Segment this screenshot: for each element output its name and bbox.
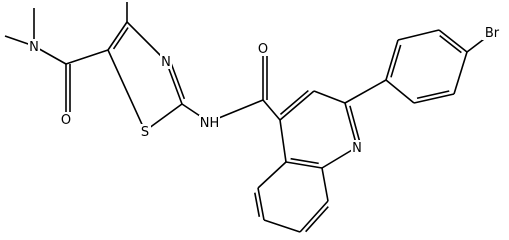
atom-label-nh-amide: NH xyxy=(200,116,220,131)
bond-q4a-q4 xyxy=(279,119,287,163)
atom-label-n-thiazole: N xyxy=(161,55,171,70)
atom-o-right-amide: O xyxy=(257,41,269,57)
bond-q4-q3 xyxy=(279,90,315,121)
atom-n-thiazole: N xyxy=(160,54,172,70)
atom-label-n-quinoline: N xyxy=(352,141,362,156)
bond-carbonyl-left-c5 xyxy=(65,49,109,65)
bond-p4-p5 xyxy=(453,51,468,95)
bond-b7-b8-second xyxy=(305,206,329,233)
bond-b6-b7 xyxy=(263,219,301,233)
atom-s-thiazole: S xyxy=(139,124,151,140)
bond-q8a-q4a xyxy=(285,161,323,169)
bond-p3-p4 xyxy=(438,29,468,53)
bond-q2-nq-second xyxy=(349,105,361,143)
bond-q2-nq xyxy=(344,102,358,148)
atom-n-dimethylamide: N xyxy=(28,39,40,55)
atom-n-quinoline: N xyxy=(351,140,363,156)
bond-p5-p6 xyxy=(413,93,455,104)
bond-q4a-b5 xyxy=(257,161,287,189)
bond-c4-n3 xyxy=(126,21,167,62)
bond-carbonyl-right-q4 xyxy=(262,99,281,121)
bond-b7-b8 xyxy=(299,200,329,233)
atom-label-o-left-amide: O xyxy=(61,113,71,128)
bond-p1-p2-second xyxy=(390,44,402,78)
atom-nh-amide: NH xyxy=(199,115,220,131)
bond-q8a-q4a-second xyxy=(290,157,319,165)
atom-o-left-amide: O xyxy=(60,112,72,128)
bonds-layer xyxy=(4,2,493,233)
bond-s1-c5 xyxy=(107,49,146,132)
bond-c5-c4-second xyxy=(112,27,129,50)
atom-label-s-thiazole: S xyxy=(141,125,149,140)
bond-p3-p4-second xyxy=(439,34,462,54)
bond-p5-p6-second xyxy=(416,90,450,100)
bond-p1-p2 xyxy=(385,39,399,81)
molecule-structure-diagram: N O N S NH O N xyxy=(4,2,502,233)
bond-b5-b6 xyxy=(257,187,265,221)
bond-q4-q3-second xyxy=(279,89,309,115)
bond-q2-phenyl xyxy=(344,79,387,104)
atom-br: Br xyxy=(482,25,502,41)
bond-c5-c4 xyxy=(107,21,128,51)
bond-b5-b6-second xyxy=(254,192,261,217)
bond-c2-s1 xyxy=(144,103,183,132)
atom-label-o-right-amide: O xyxy=(258,42,268,57)
bond-b8-q8a xyxy=(321,167,329,202)
atom-labels-layer: N O N S NH O N xyxy=(28,25,502,156)
atom-label-n-dimethylamide: N xyxy=(29,40,39,55)
bond-p6-p1 xyxy=(385,79,415,104)
bond-q3-q2 xyxy=(313,90,346,104)
bond-p2-p3 xyxy=(397,29,440,41)
atom-label-br: Br xyxy=(485,26,500,41)
bond-n3-c2-second xyxy=(170,63,186,100)
